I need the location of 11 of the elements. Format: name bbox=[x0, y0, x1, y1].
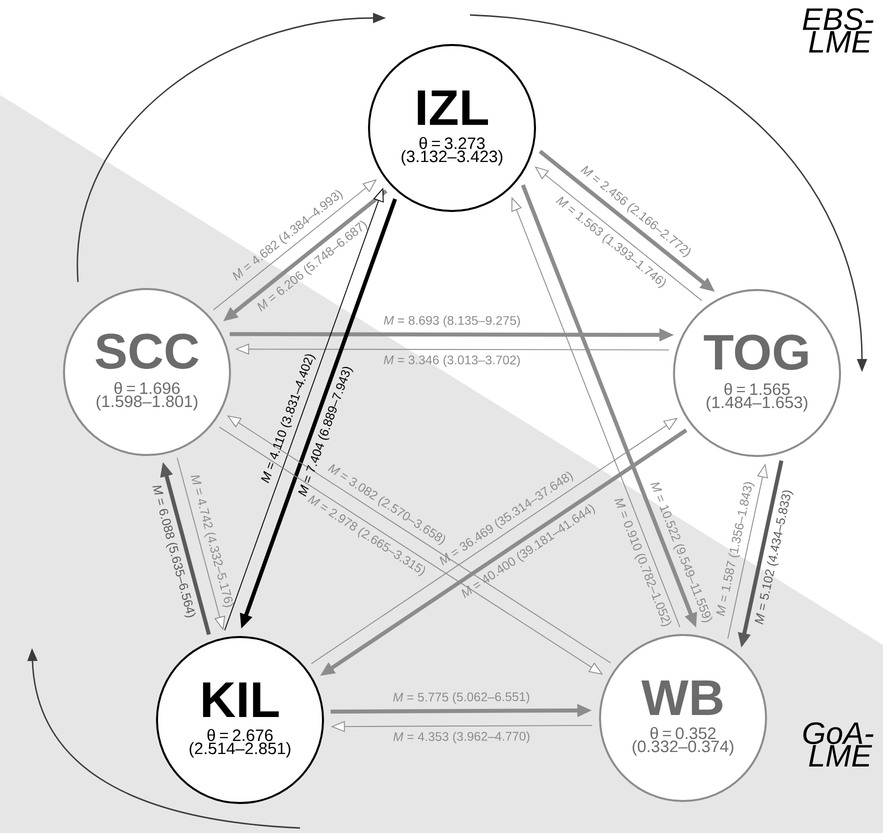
region-label: GoA-LME bbox=[803, 722, 874, 766]
edge-label: M = 4.353 (3.962–4.770) bbox=[393, 731, 530, 744]
circle-node: SCC θ = 1.696 (1.598–1.801) bbox=[63, 288, 231, 456]
region-label: EBS-LME bbox=[802, 8, 874, 52]
circle-node: KIL θ = 2.676 (2.514–2.851) bbox=[156, 636, 324, 804]
circle-node: TOG θ = 1.565 (1.484–1.653) bbox=[673, 289, 841, 457]
edge-label: M = 8.693 (8.135–9.275) bbox=[384, 316, 520, 328]
edge-label: M = 5.775 (5.062–6.551) bbox=[393, 692, 530, 704]
circle-node: WB θ = 0.352 (0.332–0.374) bbox=[599, 634, 767, 802]
edge-label: M = 3.346 (3.013–3.702) bbox=[384, 355, 520, 367]
circle-node: IZL θ = 3.273 (3.132–3.423) bbox=[368, 44, 536, 212]
